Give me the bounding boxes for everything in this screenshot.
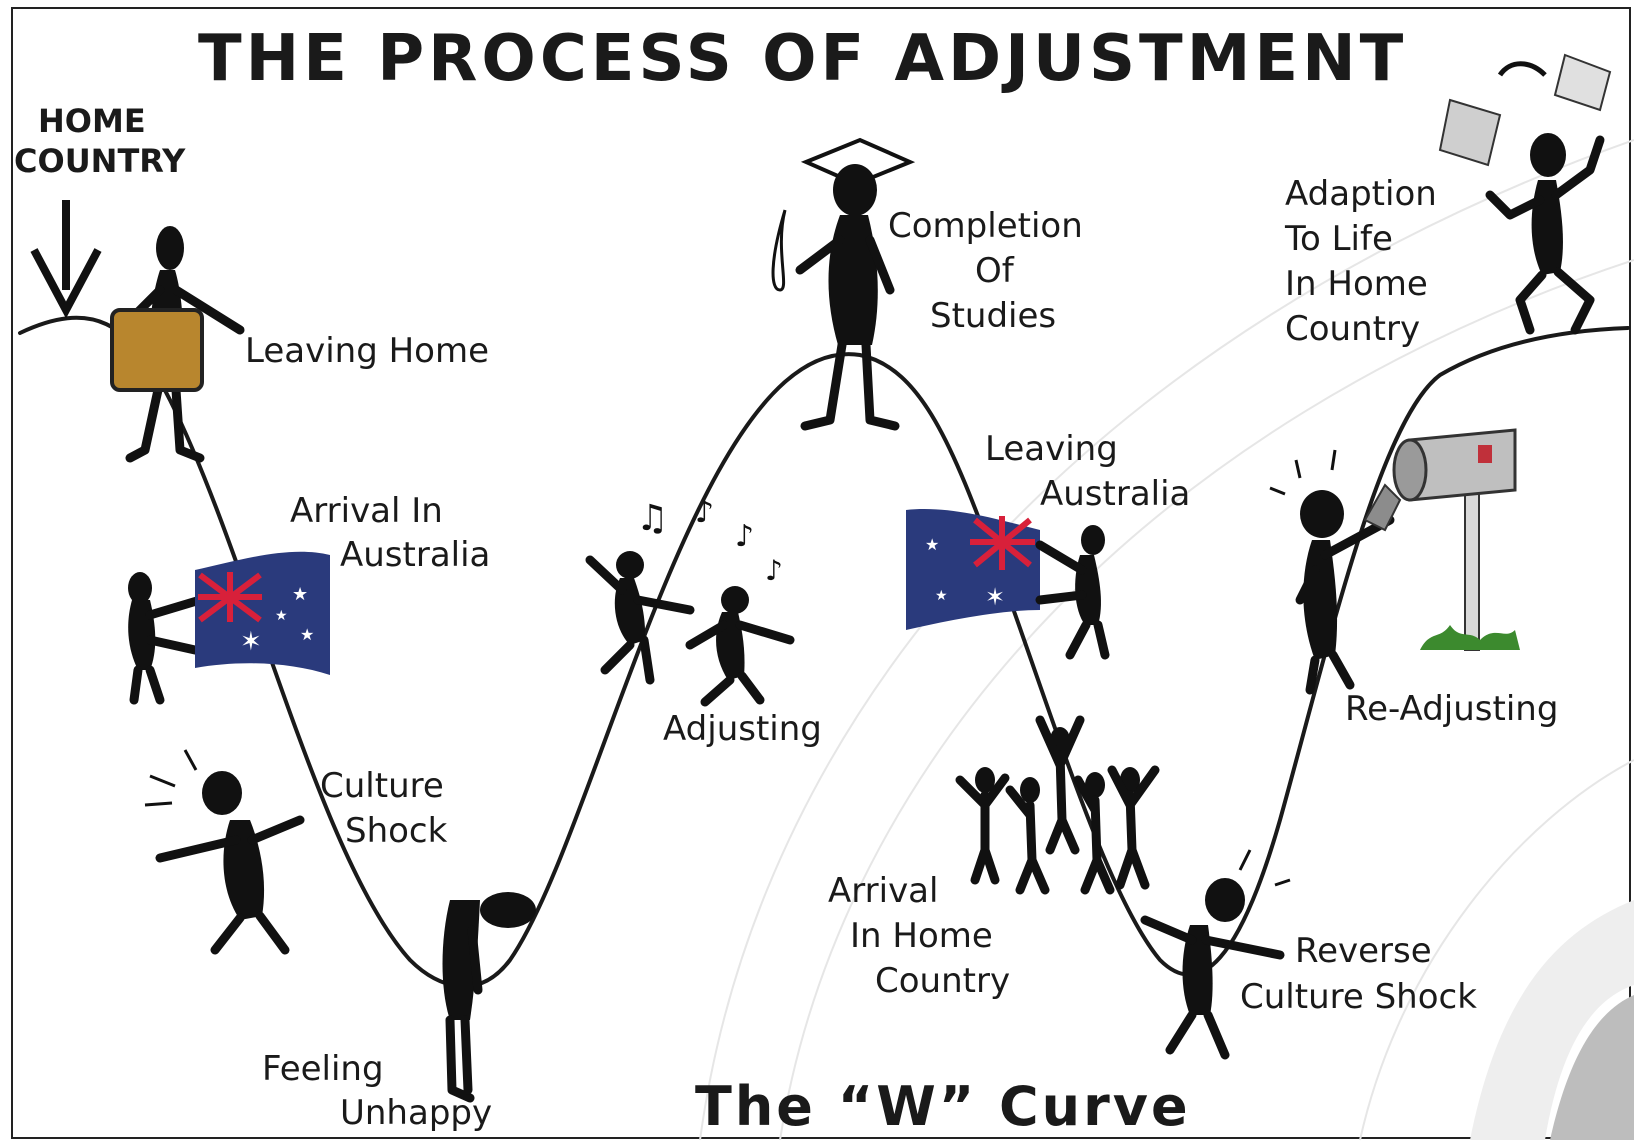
label-arrival-home-3: Country: [875, 961, 1010, 1001]
label-arrival-australia-1: Arrival In: [290, 491, 443, 531]
diploma-icon: [771, 209, 787, 292]
label-feeling-unhappy-2: Unhappy: [340, 1093, 492, 1133]
label-adaption-1: Adaption: [1285, 174, 1437, 214]
diagram-title: THE PROCESS OF ADJUSTMENT: [198, 22, 1407, 96]
figure-crowd-home-country: [955, 715, 1160, 895]
figure-re-adjusting: [1269, 428, 1520, 695]
australian-flag-icon: ✶ ★ ★ ★: [195, 551, 330, 675]
figure-reverse-culture-shock: [1140, 849, 1291, 1060]
svg-text:★: ★: [292, 584, 308, 605]
label-adjusting: Adjusting: [663, 709, 822, 749]
svg-text:★: ★: [935, 588, 948, 604]
figure-leaving-home: [110, 226, 245, 463]
letters-icon: [1438, 53, 1612, 167]
background-arcs: [699, 139, 1634, 1141]
label-arrival-home-2: In Home: [850, 916, 993, 956]
svg-text:♪: ♪: [735, 519, 754, 554]
svg-text:✶: ✶: [985, 583, 1005, 611]
figure-adjusting: ♫ ♪ ♪ ♪: [585, 495, 795, 707]
home-country-marker: HOME COUNTRY: [14, 102, 186, 319]
label-arrival-home-1: Arrival: [828, 871, 938, 911]
svg-text:♪: ♪: [695, 495, 714, 530]
svg-text:★: ★: [300, 625, 314, 644]
home-label-line1: HOME: [38, 102, 146, 140]
svg-text:✶: ✶: [240, 627, 262, 657]
w-curve-line: [18, 315, 1630, 989]
label-feeling-unhappy-1: Feeling: [262, 1049, 384, 1089]
label-culture-shock-1: Culture: [320, 766, 444, 806]
label-completion-1: Completion: [888, 206, 1083, 246]
label-adaption-4: Country: [1285, 309, 1420, 349]
figure-adaption: [1438, 53, 1612, 335]
diagram-subtitle: The “W” Curve: [695, 1075, 1191, 1138]
suitcase-icon: [110, 308, 204, 392]
figure-arrival-australia: ✶ ★ ★ ★: [128, 551, 330, 705]
label-reverse-1: Reverse: [1295, 931, 1432, 971]
music-notes-icon: ♫: [636, 498, 668, 539]
svg-text:★: ★: [275, 608, 288, 624]
label-leaving-home: Leaving Home: [245, 331, 489, 371]
down-arrow-icon: [30, 200, 102, 319]
label-adaption-3: In Home: [1285, 264, 1428, 304]
diagram-frame: [11, 7, 1631, 1139]
label-arrival-australia-2: Australia: [340, 535, 490, 575]
label-culture-shock-2: Shock: [345, 811, 448, 851]
label-leaving-australia-1: Leaving: [985, 429, 1118, 469]
label-reverse-2: Culture Shock: [1240, 977, 1477, 1017]
svg-text:★: ★: [925, 535, 939, 554]
svg-text:♪: ♪: [765, 554, 783, 587]
label-adaption-2: To Life: [1284, 219, 1393, 259]
mailbox-icon: [1363, 428, 1520, 651]
label-re-adjusting: Re-Adjusting: [1345, 689, 1558, 729]
figure-culture-shock: [144, 749, 305, 955]
figure-graduate: [771, 137, 916, 431]
australian-flag-icon: ✶ ★ ★: [906, 509, 1040, 630]
label-completion-3: Studies: [930, 296, 1056, 336]
label-completion-2: Of: [975, 251, 1015, 291]
figure-leaving-australia: ✶ ★ ★: [906, 509, 1110, 660]
label-leaving-australia-2: Australia: [1040, 474, 1190, 514]
home-label-line2: COUNTRY: [14, 142, 186, 180]
figure-feeling-unhappy: [442, 892, 536, 1103]
